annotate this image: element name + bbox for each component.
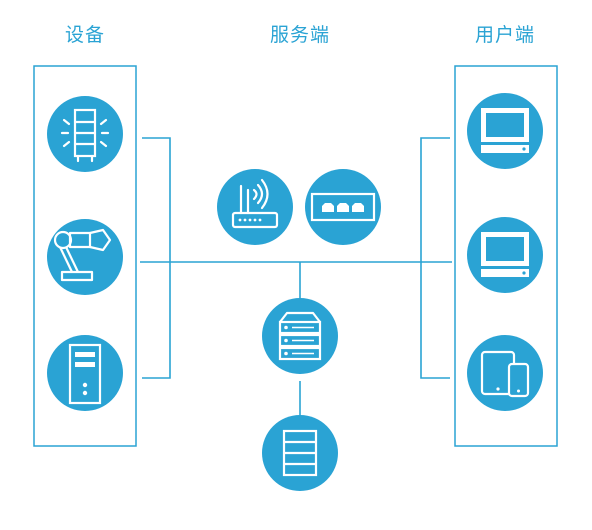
robot-arm-icon [53, 228, 112, 282]
wifi-router-icon [231, 178, 279, 229]
desktop-monitor-icon [481, 108, 529, 153]
server-rack-icon [278, 311, 322, 361]
desktop-monitor-icon [481, 232, 529, 277]
client-node-2 [467, 217, 543, 293]
router-node [217, 169, 293, 245]
storage-server-icon [282, 429, 318, 477]
devices-column-title: 设备 [64, 24, 105, 46]
device-node-1 [47, 96, 123, 172]
tablet-phone-icon [480, 350, 530, 398]
clients-group-box [454, 65, 558, 447]
switch-node [305, 169, 381, 245]
router-led-dots [238, 218, 262, 222]
clients-column-title: 用户端 [474, 24, 535, 46]
storage-node [262, 415, 338, 491]
server-column-title: 服务端 [269, 24, 330, 46]
devices-bracket-line [142, 137, 171, 379]
device-node-3 [47, 335, 123, 411]
client-node-3 [467, 335, 543, 411]
client-node-1 [467, 93, 543, 169]
pc-tower-icon [68, 343, 102, 405]
clients-bracket-line [420, 137, 450, 379]
network-switch-icon [310, 192, 376, 222]
device-node-2 [47, 219, 123, 295]
signal-tower-icon [60, 108, 110, 163]
server-node [262, 298, 338, 374]
connection-lines [140, 137, 452, 415]
devices-group-box [33, 65, 137, 447]
